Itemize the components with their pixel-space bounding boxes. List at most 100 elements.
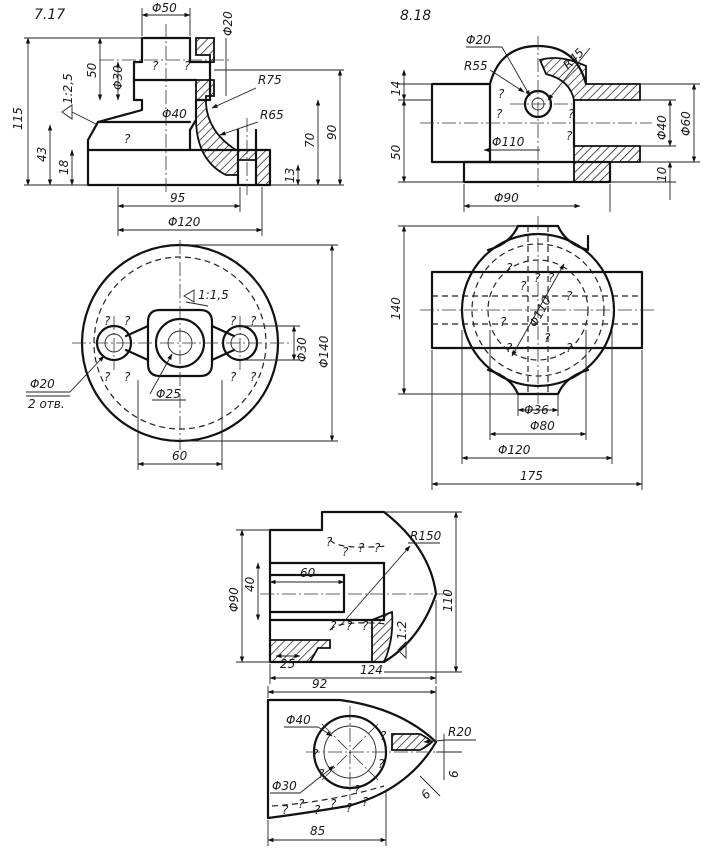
- fig717-front-d13: 13: [283, 168, 297, 183]
- fig818-top-question-5: ?: [566, 289, 573, 303]
- fig717-front-d70: 70: [303, 132, 317, 148]
- fig3-front-question-2: ?: [342, 545, 349, 559]
- fig3-top-question-7: ?: [298, 797, 305, 811]
- fig717-top-question-5: ?: [230, 314, 237, 328]
- fig3-top-question-5: ?: [354, 783, 361, 797]
- fig717-top-question-3: ?: [104, 370, 111, 384]
- fig3-top-d6a: 6: [447, 770, 461, 778]
- fig3-top-phi30: Φ30: [272, 779, 297, 793]
- fig717-front-taper: 1:2,5: [61, 73, 75, 104]
- fig818-top-d175: 175: [520, 469, 543, 483]
- fig818-front-view: ? ? ? ? Φ20 R55 R45 14 50 Φ110 Φ40 Φ60 1…: [389, 33, 700, 212]
- fig717-front-question-1: ?: [152, 59, 159, 73]
- fig717-top-phi25: Φ25: [156, 387, 181, 401]
- fig717-front-phi40: Φ40: [162, 107, 187, 121]
- fig717-front-d18: 18: [57, 159, 71, 175]
- fig3-top-question-10: ?: [346, 801, 353, 815]
- fig818-front-question-2: ?: [496, 107, 503, 121]
- fig818-top-question-8: ?: [544, 331, 551, 345]
- fig3-front-question-4: ?: [374, 541, 381, 555]
- fig717-front-phi120: Φ120: [168, 215, 201, 229]
- fig818-front-question-4: ?: [566, 129, 573, 143]
- fig3-top-question-8: ?: [314, 803, 321, 817]
- fig818-front-r55: R55: [464, 59, 488, 73]
- fig3-top-question-9: ?: [330, 797, 337, 811]
- fig3-front-d124: 124: [360, 663, 383, 677]
- fig717-front-question-3: ?: [124, 132, 131, 146]
- fig717-front-r75: R75: [258, 73, 282, 87]
- fig3-front-r150: R150: [410, 529, 442, 543]
- task-number-8-18: 8.18: [400, 8, 431, 24]
- fig3-top-d92: 92: [312, 677, 327, 691]
- fig3-top-d6b: 6: [418, 787, 434, 803]
- fig717-top-question-2: ?: [124, 314, 131, 328]
- fig3-top-question-11: ?: [362, 795, 369, 809]
- fig717-front-d50: 50: [85, 62, 99, 78]
- fig818-front-phi60: Φ60: [679, 111, 693, 136]
- fig717-front-d115: 115: [11, 107, 25, 130]
- fig3-top-question-2: ?: [318, 767, 325, 781]
- fig717-front-phi50: Φ50: [152, 1, 177, 15]
- fig818-front-d10: 10: [655, 166, 669, 182]
- fig818-front-phi40: Φ40: [655, 115, 669, 140]
- fig818-top-question-3: ?: [534, 271, 541, 285]
- fig818-top-question-2: ?: [520, 279, 527, 293]
- fig818-top-phi36: Φ36: [524, 403, 549, 417]
- fig818-front-question-1: ?: [498, 87, 505, 101]
- fig717-top-question-7: ?: [230, 370, 237, 384]
- fig717-top-question-1: ?: [104, 314, 111, 328]
- fig717-top-question-6: ?: [250, 314, 257, 328]
- fig3-top-question-4: ?: [378, 757, 385, 771]
- fig3-top-d85: 85: [310, 824, 325, 838]
- fig3-front-question-6: ?: [346, 619, 353, 633]
- fig3-top-question-6: ?: [282, 803, 289, 817]
- fig3-top-question-1: ?: [312, 747, 319, 761]
- fig818-front-d14: 14: [389, 81, 403, 96]
- fig717-top-holes: 2 отв.: [28, 397, 65, 411]
- fig818-top-question-4: ?: [548, 271, 555, 285]
- fig3-front-phi90: Φ90: [227, 587, 241, 612]
- fig818-top-question-6: ?: [500, 315, 507, 329]
- fig3-front-d25: 25: [280, 657, 295, 671]
- fig3-front-d60: 60: [300, 566, 316, 580]
- fig717-top-phi140: Φ140: [317, 335, 331, 368]
- fig717-top-question-8: ?: [250, 370, 257, 384]
- fig717-top-d60: 60: [172, 449, 188, 463]
- fig3-front-question-1: ?: [326, 535, 333, 549]
- fig3-front-question-7: ?: [362, 619, 369, 633]
- fig818-top-question-1: ?: [506, 261, 513, 275]
- fig717-front-d90: 90: [325, 124, 339, 140]
- fig3-top-phi40: Φ40: [286, 713, 311, 727]
- fig3-front-view: ? ? ? ? ? ? ? R150 Φ90 40 60 110 1:2 25: [227, 510, 462, 684]
- fig3-front-d40: 40: [243, 576, 257, 592]
- task-number-7-17: 7.17: [34, 7, 65, 23]
- fig818-top-phi110: Φ110: [526, 294, 554, 329]
- fig818-front-phi90: Φ90: [494, 191, 519, 205]
- fig818-front-phi110: Φ110: [492, 135, 525, 149]
- fig818-front-question-3: ?: [568, 107, 575, 121]
- fig717-top-taper: 1:1,5: [198, 288, 229, 302]
- fig3-top-view: ? ? ? ? ? ? ? ? ? ? ? 92 Φ40 R20 Φ30 6 6: [266, 677, 476, 846]
- fig818-front-phi20: Φ20: [466, 33, 491, 47]
- fig717-front-r65: R65: [260, 108, 284, 122]
- fig717-top-phi20: Φ20: [30, 377, 55, 391]
- fig3-front-taper: 1:2: [395, 621, 409, 640]
- fig717-top-view: ? ? ? ? ? ? ? ? 1:1,5 Φ30 Φ140 Φ20 2 отв…: [26, 240, 338, 470]
- fig3-top-r20: R20: [448, 725, 472, 739]
- fig717-front-phi20: Φ20: [221, 11, 235, 36]
- fig3-front-d110: 110: [441, 589, 455, 612]
- fig818-top-d140: 140: [389, 297, 403, 320]
- fig818-top-question-7: ?: [506, 341, 513, 355]
- fig818-top-phi120: Φ120: [498, 443, 531, 457]
- fig818-top-phi80: Φ80: [530, 419, 555, 433]
- fig818-top-question-9: ?: [566, 341, 573, 355]
- fig717-front-d95: 95: [170, 191, 185, 205]
- fig717-front-question-2: ?: [184, 59, 191, 73]
- fig717-front-d43: 43: [35, 147, 49, 162]
- fig717-front-phi30: Φ30: [111, 65, 125, 90]
- fig3-front-question-3: ?: [358, 541, 365, 555]
- fig717-top-phi30: Φ30: [295, 337, 309, 362]
- fig717-top-question-4: ?: [124, 370, 131, 384]
- fig3-top-question-3: ?: [380, 729, 387, 743]
